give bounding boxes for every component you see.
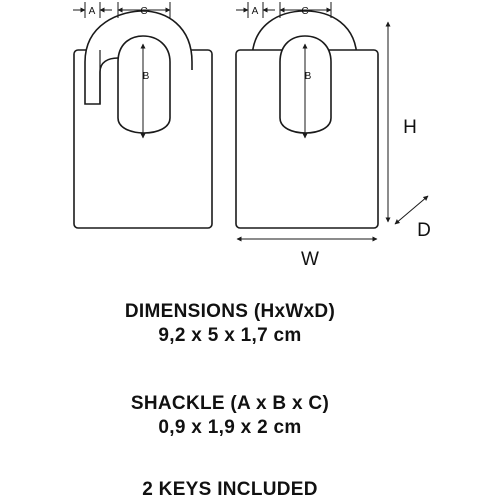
label-d: D [417,220,431,241]
padlock-right [235,10,379,229]
label-a-right: A [252,6,259,17]
keys-spec: 2 KEYS INCLUDED [0,478,460,502]
padlock-left-dimensions [73,2,171,139]
dimensions-title: DIMENSIONS (HxWxD) [124,301,336,322]
label-a-left: A [89,6,96,17]
shackle-spec: SHACKLE (A x B x C) 0,9 x 1,9 x 2 cm [0,392,460,440]
shackle-title: SHACKLE (A x B x C) [130,393,330,414]
label-b-left: B [143,71,150,82]
dimensions-spec: DIMENSIONS (HxWxD) 9,2 x 5 x 1,7 cm [0,300,460,348]
keys-included: 2 KEYS INCLUDED [142,479,318,500]
label-c-left: C [140,6,147,17]
dimensions-value: 9,2 x 5 x 1,7 cm [158,325,302,346]
padlock-left-shackle-inner [117,35,171,134]
label-h: H [403,117,417,138]
label-c-right: C [301,6,308,17]
padlock-diagram: A C B A C B H W D [73,2,431,270]
shackle-value: 0,9 x 1,9 x 2 cm [158,417,302,438]
padlock-right-dimensions [236,2,429,242]
label-b-right: B [305,71,312,82]
label-w: W [301,249,319,270]
